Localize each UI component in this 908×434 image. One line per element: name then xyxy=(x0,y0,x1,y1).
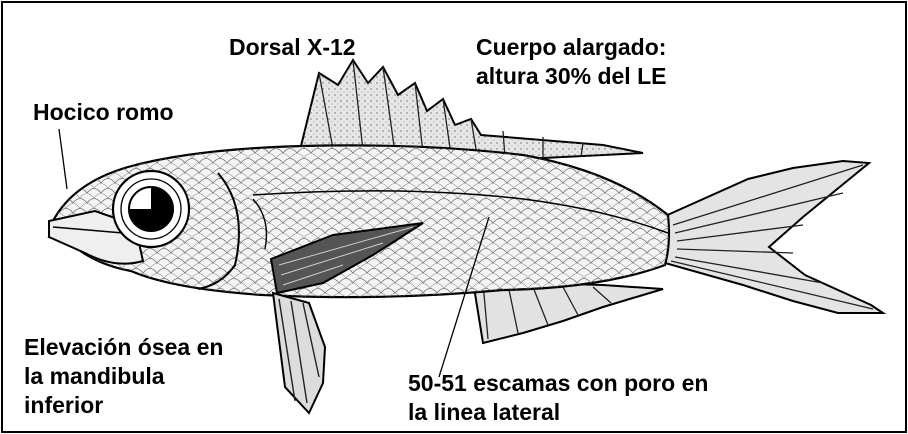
label-cuerpo-line-2: altura 30% del LE xyxy=(476,62,666,91)
label-dorsal: Dorsal X-12 xyxy=(229,33,356,62)
label-escamas-line-2: la linea lateral xyxy=(408,398,708,427)
caudal-fin xyxy=(663,161,883,313)
pointer-hocico xyxy=(59,129,67,189)
label-escamas-line-1: 50-51 escamas con poro en xyxy=(408,369,708,398)
label-dorsal-line-1: Dorsal X-12 xyxy=(229,33,356,62)
label-elevacion-line-1: Elevación ósea en xyxy=(24,333,223,362)
eye xyxy=(113,171,189,247)
pelvic-fin xyxy=(273,293,325,413)
label-elevacion-line-2: la mandibula xyxy=(24,362,223,391)
label-elevacion: Elevación ósea en la mandibula inferior xyxy=(24,333,223,420)
label-cuerpo: Cuerpo alargado: altura 30% del LE xyxy=(476,33,666,91)
label-elevacion-line-3: inferior xyxy=(24,391,223,420)
label-escamas: 50-51 escamas con poro en la linea later… xyxy=(408,369,708,427)
label-hocico: Hocico romo xyxy=(33,98,174,127)
label-hocico-line-1: Hocico romo xyxy=(33,98,174,127)
label-cuerpo-line-1: Cuerpo alargado: xyxy=(476,33,666,62)
